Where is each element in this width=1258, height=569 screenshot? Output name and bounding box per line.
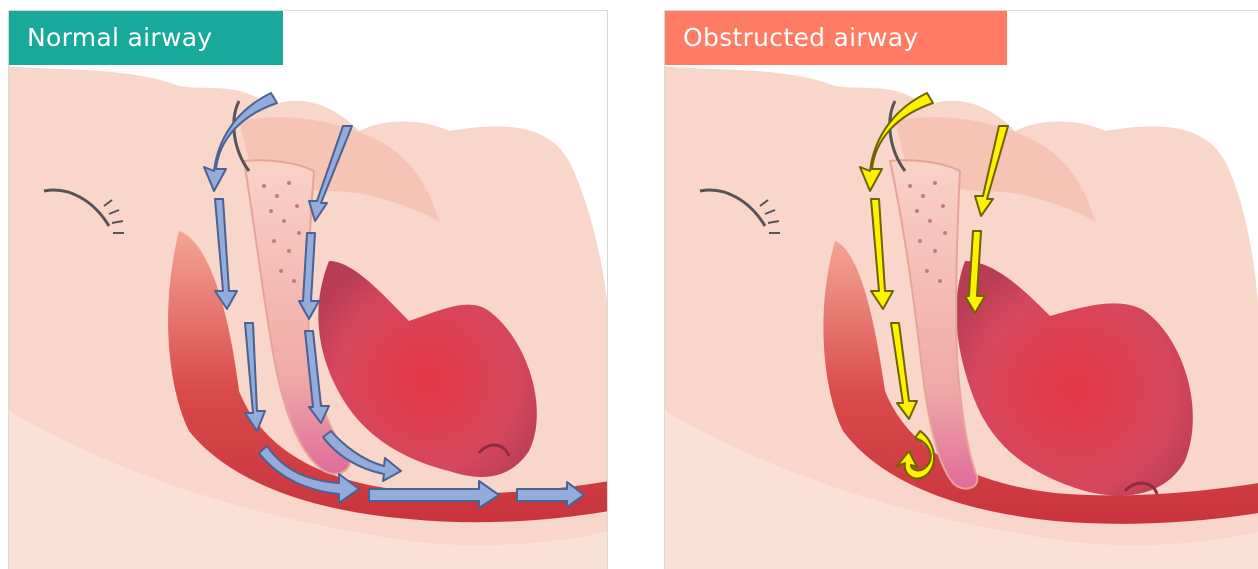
obstructed-airway-panel: Obstructed airway: [664, 10, 1258, 569]
normal-airway-label: Normal airway: [9, 11, 283, 65]
normal-airway-illustration: [9, 11, 608, 569]
normal-airway-panel: Normal airway: [8, 10, 608, 569]
obstructed-airway-illustration: [665, 11, 1258, 569]
obstructed-airway-label: Obstructed airway: [665, 11, 1007, 65]
